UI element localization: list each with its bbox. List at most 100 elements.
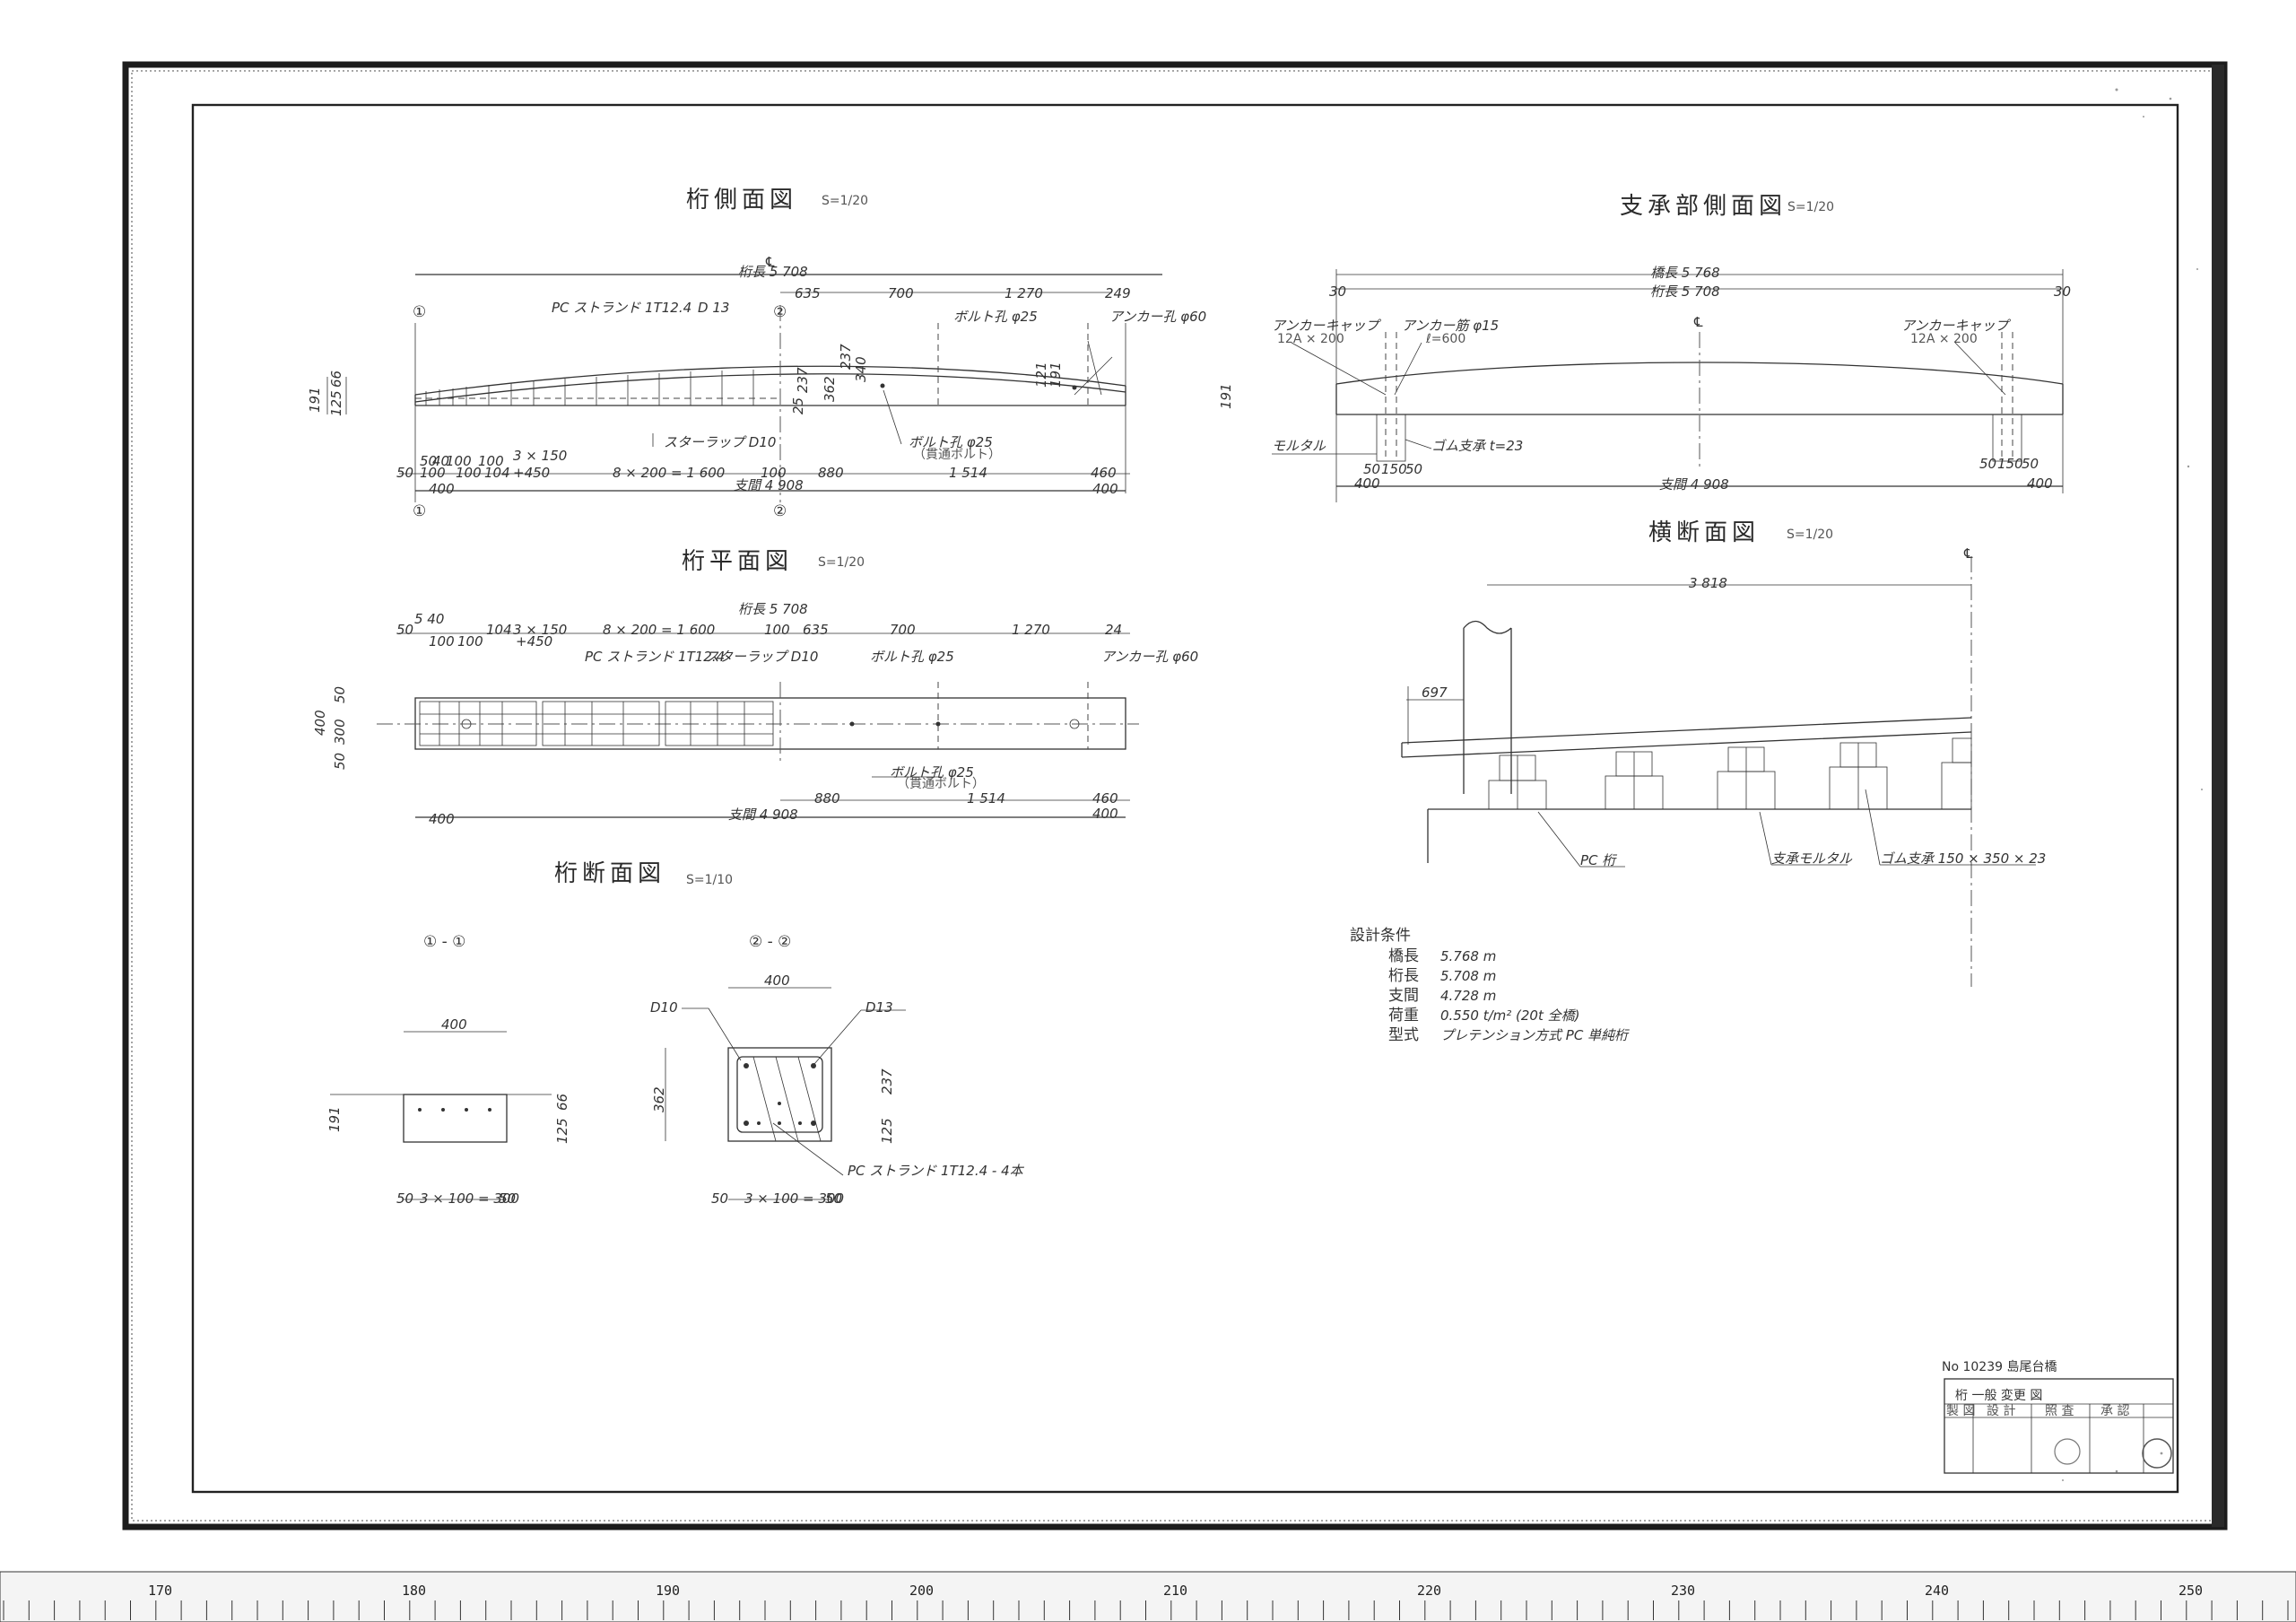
sec2-h-362: 362 xyxy=(651,1086,667,1112)
bearing-rubber: ゴム支承 t=23 xyxy=(1431,438,1523,454)
plan-top-24: 24 xyxy=(1105,622,1122,638)
side-bottom-460: 460 xyxy=(1091,465,1117,481)
sec2-outline xyxy=(727,1047,832,1142)
side-stirrup: スターラップ D10 xyxy=(664,434,776,450)
cond-value-4: プレテンション方式 PC 単純桁 xyxy=(1440,1027,1630,1043)
plan-top-700: 700 xyxy=(890,622,916,638)
side-girder-length: 桁長 5 708 xyxy=(738,264,808,280)
drawing-title: 桁 一般 変更 図 xyxy=(1955,1388,2042,1403)
bearing-end-400: 400 xyxy=(1354,475,1380,492)
bearing-pad-l-150: 150 xyxy=(1381,461,1407,477)
side-bottom-8x200: 8 × 200 = 1 600 xyxy=(613,465,725,481)
sec1-width: 400 xyxy=(441,1016,467,1033)
plan-bolt-bottom: ボルト孔 φ25 xyxy=(890,764,974,780)
ruler-170: 170 xyxy=(148,1583,172,1599)
side-top-dim-1270: 1 270 xyxy=(1004,285,1043,301)
side-end-400: 400 xyxy=(429,481,455,497)
side-h-191: 191 xyxy=(307,387,323,413)
section-1-label: ① - ① xyxy=(423,933,465,951)
side-section-mark-1-top: ① xyxy=(413,303,426,321)
plan-width-300: 300 xyxy=(332,719,348,745)
sec1-b-50a: 50 xyxy=(396,1190,413,1207)
side-h-362: 362 xyxy=(822,376,838,402)
section-title: 桁断面図 xyxy=(554,860,665,887)
bearing-anchor-cap-l: アンカーキャップ xyxy=(1272,318,1381,334)
sec2-b-50b: 50 xyxy=(825,1190,842,1207)
side-h-340: 340 xyxy=(853,356,869,382)
side-bottom-100b: 100 xyxy=(456,465,482,481)
conditions-heading: 設計条件 xyxy=(1350,927,1411,945)
plan-top-8x200: 8 × 200 = 1 600 xyxy=(603,622,715,638)
side-h-121-r: 121 xyxy=(1033,362,1049,388)
cond-value-1: 5.708 m xyxy=(1440,968,1496,984)
bearing-anchor-bar: アンカー筋 φ15 xyxy=(1402,318,1499,334)
scan-noise xyxy=(2062,88,2203,1481)
cross-title: 横断面図 xyxy=(1648,519,1760,546)
sec2-stirrup xyxy=(736,1056,823,1133)
tb-col-0: 製 図 xyxy=(1946,1404,1975,1418)
plan-stirrup: スターラップ D10 xyxy=(706,649,818,665)
ruler-250: 250 xyxy=(2179,1583,2203,1599)
sec2-strand: PC ストランド 1T12.4 - 4本 xyxy=(848,1163,1025,1179)
check-stamp xyxy=(2054,1438,2081,1465)
plan-title: 桁平面図 xyxy=(682,548,793,575)
section-2-label: ② - ② xyxy=(749,933,791,951)
plan-girder-length: 桁長 5 708 xyxy=(738,601,808,617)
side-bottom-row1-100a: 100 xyxy=(446,453,472,469)
bearing-mortar: モルタル xyxy=(1272,438,1326,454)
side-bottom-880: 880 xyxy=(818,465,844,481)
sec1-outline xyxy=(403,1094,508,1143)
side-section-mark-2-bot: ② xyxy=(773,502,787,520)
tb-col-2: 照 査 xyxy=(2045,1404,2074,1418)
side-h-237-b: 237 xyxy=(838,344,854,370)
bearing-scale: S=1/20 xyxy=(1787,200,1834,214)
ruler-180: 180 xyxy=(402,1583,426,1599)
bearing-end-30-r: 30 xyxy=(2054,283,2071,300)
bearing-centerline: ℄ xyxy=(1692,314,1704,330)
cross-view: 横断面図 S=1/20 ℄ 3 818 697 PC 桁 xyxy=(1401,519,2046,987)
bearing-pad-r-150: 150 xyxy=(1997,456,2023,472)
plan-anchor-hole: アンカー孔 φ60 xyxy=(1101,649,1198,665)
bearing-anchor-cap-r-sub: 12A × 200 xyxy=(1910,332,1978,346)
approval-stamp xyxy=(2142,1438,2172,1469)
side-h-237-mid: 237 xyxy=(795,367,811,393)
side-centerline: ℄ xyxy=(764,254,776,270)
side-bottom-row1-3x150: 3 × 150 xyxy=(513,448,567,464)
section-scale: S=1/10 xyxy=(686,873,733,887)
cond-label-0: 橋長 xyxy=(1388,947,1419,965)
side-span: 支間 4 908 xyxy=(734,477,804,493)
plan-top-450: +450 xyxy=(516,633,552,650)
side-h-191-end: 191 xyxy=(1218,383,1234,409)
outer-border xyxy=(122,61,2228,1530)
ruler-230: 230 xyxy=(1671,1583,1695,1599)
plan-span: 支間 4 908 xyxy=(728,807,798,823)
section-view: 桁断面図 S=1/10 ① - ① ② - ② 400 191 125 66 5… xyxy=(326,860,1025,1207)
plan-bottom-880: 880 xyxy=(814,790,840,807)
plan-end-400: 400 xyxy=(429,811,455,827)
sec2-d10: D10 xyxy=(650,999,678,1016)
cond-label-4: 型式 xyxy=(1388,1026,1419,1044)
bearing-anchor-cap-r: アンカーキャップ xyxy=(1901,318,2011,334)
plan-view: 桁平面図 S=1/20 桁長 5 708 5 40 50 100 100 104… xyxy=(312,548,1198,827)
ruler-200: 200 xyxy=(909,1583,934,1599)
side-scale: S=1/20 xyxy=(822,194,868,208)
sec2-h-125: 125 xyxy=(879,1118,895,1144)
side-rebar-label: D 13 xyxy=(698,300,729,316)
side-h-25: 25 xyxy=(790,397,806,414)
bearing-title: 支承部側面図 xyxy=(1620,193,1787,220)
side-section-mark-1-bot: ① xyxy=(413,502,426,520)
cross-width: 3 818 xyxy=(1689,575,1727,591)
ruler-220: 220 xyxy=(1417,1583,1441,1599)
ruler-210: 210 xyxy=(1163,1583,1187,1599)
cross-pc-girder: PC 桁 xyxy=(1580,852,1617,868)
side-h-66: 66 xyxy=(328,371,344,388)
sec2-width: 400 xyxy=(764,972,790,989)
side-bolt-bottom: ボルト孔 φ25 xyxy=(909,434,993,450)
plan-top-635: 635 xyxy=(803,622,829,638)
plan-top-104: 104 xyxy=(486,622,512,638)
cross-bearings xyxy=(1488,737,1972,810)
sec1-h-66: 66 xyxy=(554,1094,570,1111)
tb-col-3: 承 認 xyxy=(2100,1404,2129,1418)
bearing-anchor-cap-l-sub: 12A × 200 xyxy=(1277,332,1344,346)
plan-bottom-460: 460 xyxy=(1092,790,1118,807)
